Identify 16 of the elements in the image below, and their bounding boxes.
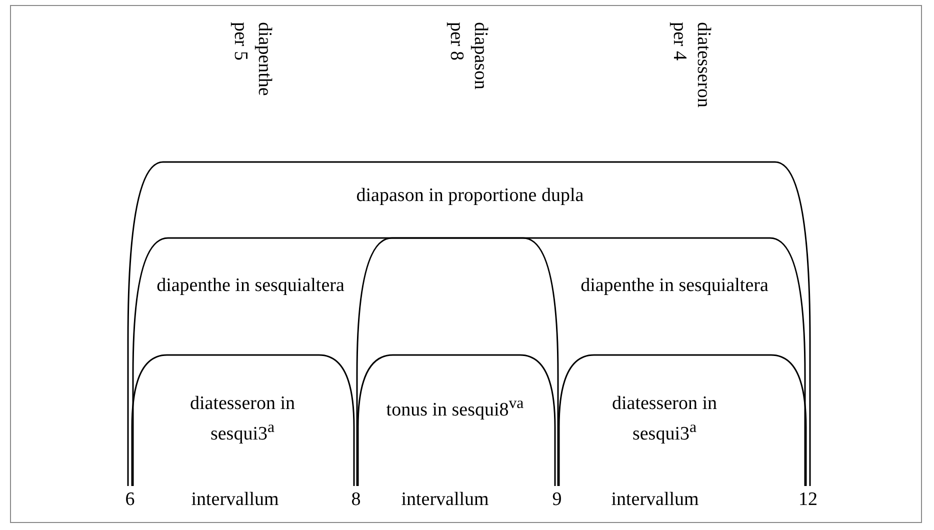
ratio-number: 12 [788,488,828,512]
rotated-label: diapason per 8 [445,22,492,92]
interval-arc [131,354,355,486]
interval-label: intervallum [400,488,490,512]
rotated-label: diatesseron per 4 [668,22,715,110]
ratio-number: 9 [537,488,577,512]
interval-arc [356,237,806,486]
interval-label: intervallum [190,488,280,512]
ratio-number: 6 [110,488,150,512]
rotated-label: diapenthe per 5 [229,22,276,98]
interval-arc [558,354,807,486]
ratio-number: 8 [336,488,376,512]
interval-arc [127,161,811,486]
interval-label: intervallum [610,488,700,512]
interval-arc [132,237,559,486]
interval-arc [357,354,556,486]
